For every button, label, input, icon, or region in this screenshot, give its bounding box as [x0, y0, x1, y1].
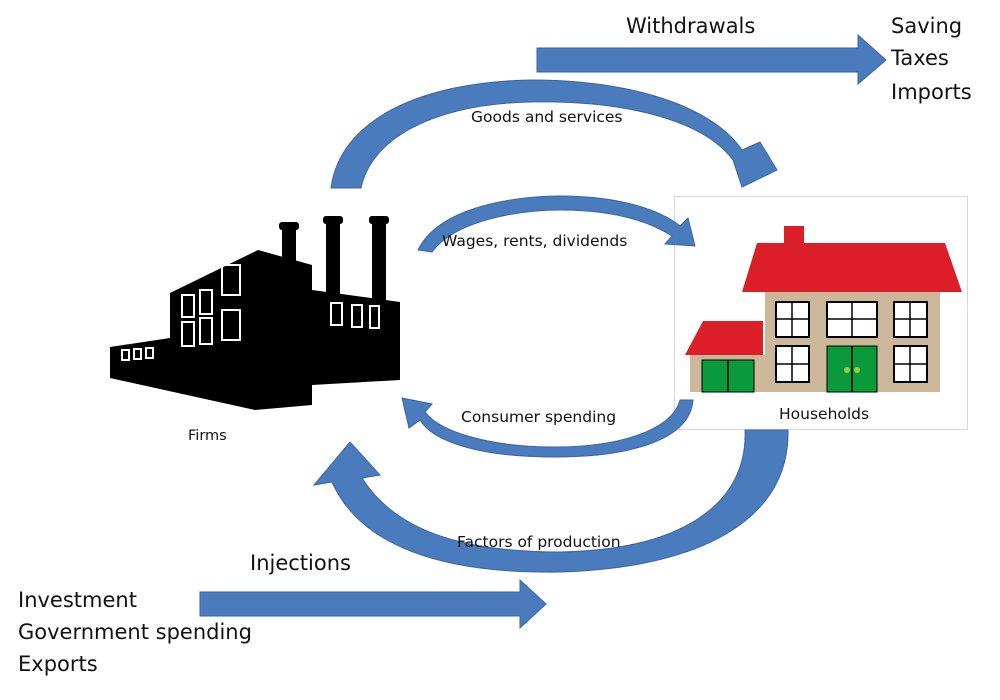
withdrawal-item-imports: Imports: [891, 80, 972, 104]
withdrawal-item-saving: Saving: [891, 14, 963, 38]
withdrawal-item-taxes: Taxes: [891, 46, 949, 70]
consumer-spending-arrow: [401, 397, 694, 458]
firms-label: Firms: [188, 428, 227, 444]
injections-heading: Injections: [250, 551, 351, 575]
injection-item-investment: Investment: [18, 588, 137, 612]
factory-icon: [110, 216, 400, 410]
injection-item-government-spending: Government spending: [18, 620, 252, 644]
withdrawals-arrow: [536, 33, 887, 86]
goods-services-label: Goods and services: [471, 108, 623, 126]
wages-label: Wages, rents, dividends: [442, 232, 628, 250]
households-label: Households: [779, 405, 870, 423]
goods-services-arrow: [330, 79, 778, 189]
consumer-spending-label: Consumer spending: [461, 408, 617, 426]
factors-of-production-label: Factors of production: [457, 533, 621, 551]
withdrawals-heading: Withdrawals: [626, 14, 756, 38]
injection-item-exports: Exports: [18, 652, 98, 676]
house-icon: [685, 226, 962, 393]
wages-arrow: [417, 195, 696, 253]
factors-of-production-arrow: [312, 429, 789, 573]
injections-arrow: [199, 578, 547, 630]
